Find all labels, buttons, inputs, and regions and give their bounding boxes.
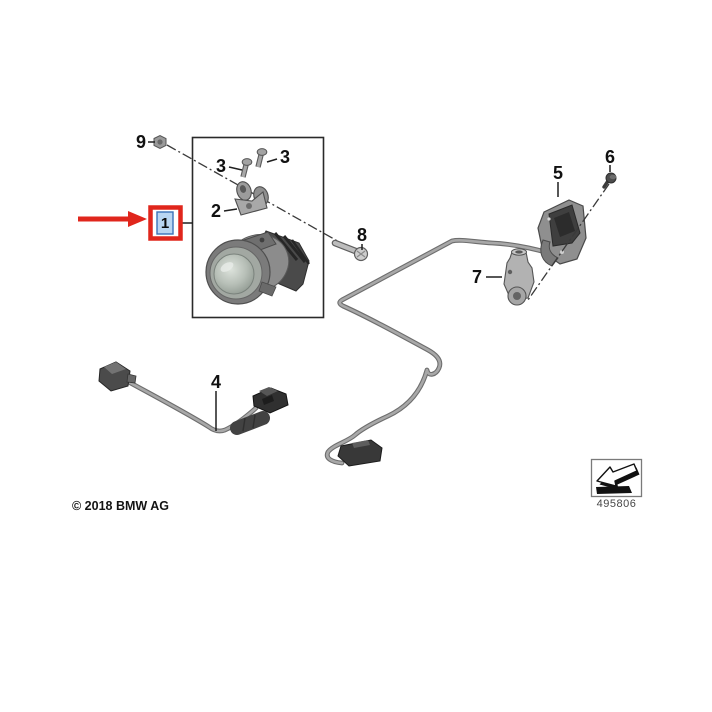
part-9-nut — [153, 134, 167, 150]
part-8-bolt — [331, 239, 369, 262]
callout-9[interactable]: 9 — [136, 132, 146, 152]
lamp-assembly-box — [191, 136, 325, 319]
part-7-clamp-holder — [503, 248, 535, 306]
part-6-screw — [602, 172, 617, 189]
callout-6[interactable]: 6 — [605, 147, 615, 167]
part-3-screw-left — [240, 158, 253, 178]
callout-1-selected[interactable]: 1 — [161, 215, 169, 232]
callout-5[interactable]: 5 — [553, 163, 563, 183]
callout-8[interactable]: 8 — [357, 225, 367, 245]
copyright-text: © 2018 BMW AG — [72, 499, 169, 513]
harness-connector — [337, 439, 383, 467]
selected-callout-highlight — [156, 211, 174, 235]
leader-3-left — [228, 166, 243, 171]
corner-arrow-icon — [596, 463, 640, 494]
part-4-adapter-cable — [98, 361, 289, 435]
centerline-screw6-to-clamp — [527, 183, 610, 301]
callout-7[interactable]: 7 — [472, 267, 482, 287]
part-2-bracket — [234, 181, 269, 216]
selection-arrow-icon — [78, 211, 147, 227]
leader-3-right — [266, 158, 278, 163]
cable-plug-left — [98, 361, 137, 392]
selection-red-box — [148, 205, 183, 241]
part-1-led-lamp — [205, 230, 310, 305]
callout-3-right[interactable]: 3 — [280, 147, 290, 167]
cable-boot — [230, 411, 270, 435]
selection-annotation: 1 — [78, 205, 183, 241]
legend: 495806 — [590, 458, 643, 510]
wiring-harness — [327, 240, 564, 467]
callout-4[interactable]: 4 — [211, 372, 221, 392]
part-5-switch — [537, 199, 587, 267]
callout-2[interactable]: 2 — [211, 201, 221, 221]
sheet-number: 495806 — [597, 498, 637, 510]
cable-plug-right — [252, 387, 289, 414]
leader-2 — [223, 208, 238, 212]
part-3-screw-right — [255, 148, 268, 168]
callout-3-left[interactable]: 3 — [216, 156, 226, 176]
